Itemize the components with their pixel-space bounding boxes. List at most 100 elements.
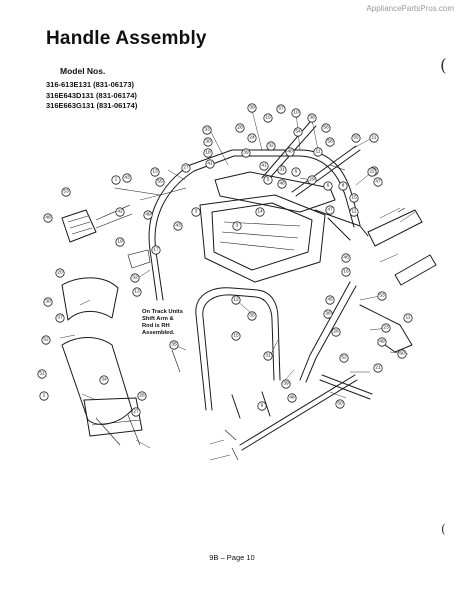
svg-text:34: 34 [101, 377, 107, 383]
callout-marker: 5 [263, 175, 273, 185]
dashboard-panel [199, 194, 326, 283]
callout-marker: 12 [231, 295, 241, 305]
callout-marker: 30 [203, 137, 213, 147]
callout-marker: 15 [263, 113, 273, 123]
svg-text:31: 31 [279, 167, 285, 173]
svg-text:10: 10 [293, 110, 299, 116]
small-parts [114, 164, 406, 461]
svg-text:55: 55 [353, 135, 359, 141]
callout-marker: 11 [313, 147, 323, 157]
callout-marker: 48 [287, 393, 297, 403]
svg-text:13: 13 [152, 169, 158, 175]
callout-marker: 26 [331, 327, 341, 337]
svg-text:11: 11 [352, 209, 357, 215]
svg-text:15: 15 [265, 115, 271, 121]
callout-marker: 52 [339, 353, 349, 363]
headlight [61, 204, 133, 243]
assembly-note: On Track Units Shift Arm & Rod is RH Ass… [142, 309, 183, 336]
callout-marker: 16 [341, 267, 351, 277]
callout-marker: 2 [39, 391, 49, 401]
model-list: 316-613E131 (831-06173) 316E643D131 (831… [46, 80, 137, 112]
callout-marker: 52 [41, 335, 51, 345]
callout-marker: 24 [247, 133, 257, 143]
callout-marker: 15 [349, 193, 359, 203]
callout-marker: 60 [397, 349, 407, 359]
lower-handle [195, 287, 281, 419]
svg-text:32: 32 [268, 143, 274, 149]
svg-text:56: 56 [323, 125, 329, 131]
svg-text:53: 53 [379, 293, 385, 299]
svg-text:5: 5 [267, 177, 270, 183]
callout-marker: 51 [37, 369, 47, 379]
callout-marker: 32 [130, 273, 140, 283]
callout-marker: 20 [55, 268, 65, 278]
callout-group: 39 15 57 10 38 56 28 24 54 58 33 30 18 4… [37, 103, 413, 417]
svg-text:6: 6 [327, 183, 330, 189]
callout-marker: 35 [169, 340, 179, 350]
callout-marker: 39 [281, 379, 291, 389]
svg-text:27: 27 [183, 165, 189, 171]
callout-marker: 45 [325, 295, 335, 305]
watermark-text: AppliancePartsPros.com [366, 4, 454, 13]
callout-marker: 54 [293, 127, 303, 137]
svg-text:58: 58 [327, 139, 333, 145]
callout-marker: 39 [241, 148, 251, 158]
svg-text:35: 35 [171, 342, 177, 348]
callout-marker: 50 [335, 399, 345, 409]
svg-text:42: 42 [117, 209, 123, 215]
svg-text:47: 47 [375, 179, 381, 185]
callout-marker: 9 [257, 401, 267, 411]
svg-text:39: 39 [249, 105, 255, 111]
callout-marker: 23 [381, 323, 391, 333]
svg-text:50: 50 [337, 401, 343, 407]
svg-text:48: 48 [289, 395, 295, 401]
svg-text:28: 28 [237, 125, 243, 131]
callout-marker: 19 [115, 237, 125, 247]
callout-marker: 29 [307, 175, 317, 185]
callout-marker: 27 [181, 163, 191, 173]
svg-text:41: 41 [207, 161, 213, 167]
svg-text:27: 27 [133, 409, 139, 415]
svg-text:49: 49 [145, 212, 151, 218]
callout-marker: 38 [307, 113, 317, 123]
svg-text:53: 53 [63, 189, 69, 195]
page-title: Handle Assembly [46, 28, 207, 49]
callout-marker: 41 [205, 159, 215, 169]
callout-marker: 17 [151, 245, 161, 255]
svg-text:55: 55 [157, 179, 163, 185]
svg-text:21: 21 [375, 365, 381, 371]
callout-marker: 40 [285, 147, 295, 157]
callout-marker: 27 [131, 407, 141, 417]
callout-marker: 11 [403, 313, 413, 323]
svg-text:40: 40 [287, 149, 293, 155]
svg-text:17: 17 [153, 247, 159, 253]
callout-marker: 15 [231, 331, 241, 341]
svg-text:33: 33 [204, 127, 210, 133]
svg-text:38: 38 [309, 115, 315, 121]
svg-text:15: 15 [351, 195, 357, 201]
svg-text:46: 46 [279, 181, 285, 187]
callout-marker: 34 [99, 375, 109, 385]
leader-lines [59, 109, 416, 461]
svg-text:2: 2 [43, 393, 46, 399]
svg-text:46: 46 [343, 255, 349, 261]
callout-marker: 31 [277, 165, 287, 175]
svg-text:15: 15 [233, 333, 239, 339]
callout-marker: 53 [61, 187, 71, 197]
svg-text:51: 51 [39, 371, 45, 377]
svg-text:43: 43 [124, 175, 130, 181]
model-number: 316E643D131 (831-06174) [46, 90, 137, 100]
callout-marker: 57 [276, 104, 286, 114]
svg-text:18: 18 [205, 150, 211, 156]
callout-marker: 11 [369, 133, 379, 143]
page-footer: 9B – Page 10 [209, 553, 255, 562]
callout-marker: 26 [137, 391, 147, 401]
callout-marker: 39 [247, 103, 257, 113]
callout-marker: 35 [247, 311, 257, 321]
svg-text:11: 11 [372, 135, 377, 141]
callout-marker: 6 [291, 167, 301, 177]
svg-text:11: 11 [316, 149, 321, 155]
svg-text:13: 13 [134, 289, 140, 295]
callout-marker: 42 [115, 207, 125, 217]
svg-text:14: 14 [257, 209, 263, 215]
